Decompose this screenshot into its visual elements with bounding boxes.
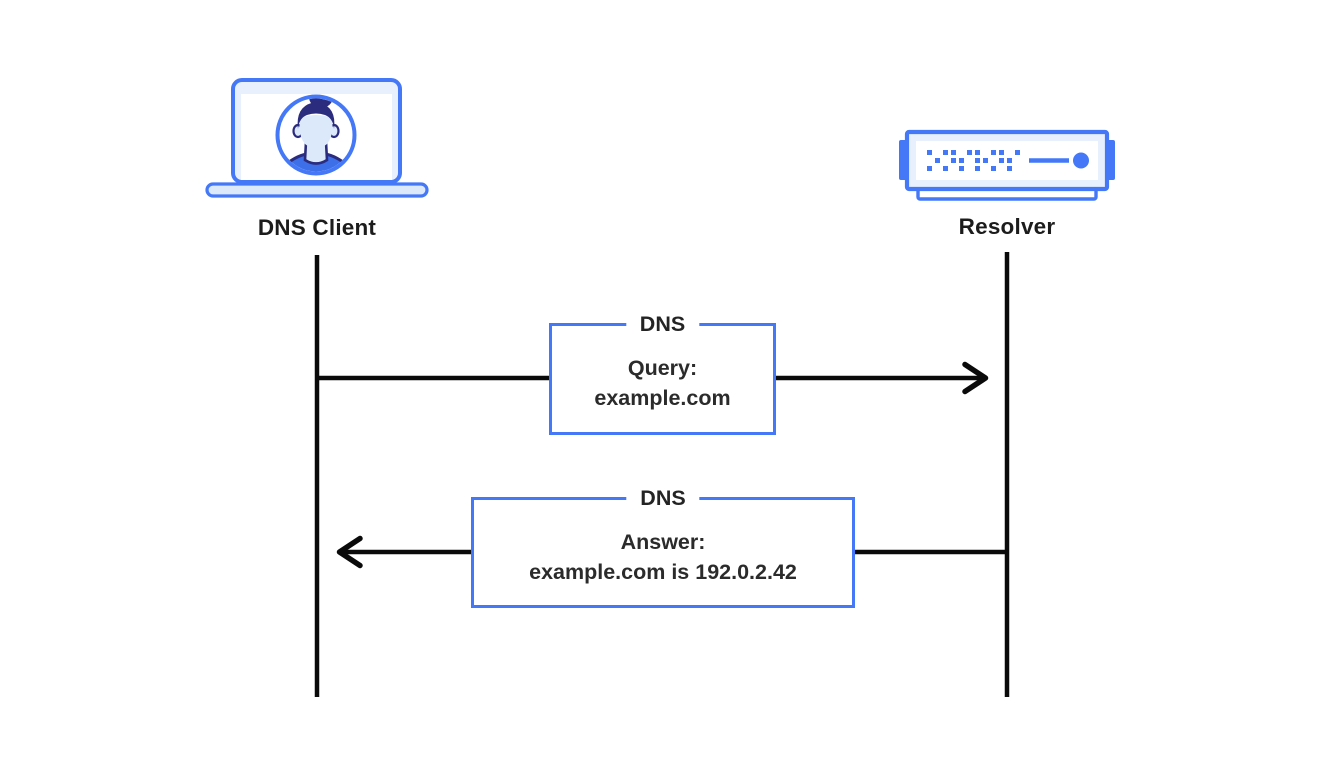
dns-query-message-box: DNS Query: example.com <box>549 311 776 435</box>
user-avatar <box>275 94 357 176</box>
avatar-hair-bun <box>309 98 333 108</box>
laptop-base <box>205 182 429 198</box>
resolver-label: Resolver <box>958 214 1056 239</box>
server-icon <box>899 129 1115 201</box>
server-leds <box>927 150 1020 171</box>
avatar-face <box>299 115 333 149</box>
dns-answer-message-box: DNS Answer: example.com is 192.0.2.42 <box>471 485 855 608</box>
query-line1: Query: <box>627 356 698 380</box>
dns-client-label: DNS Client <box>257 215 377 240</box>
laptop-user-icon <box>205 78 429 198</box>
avatar-hair <box>297 102 335 129</box>
arrowhead-left-icon <box>336 535 363 569</box>
answer-message-text: Answer: example.com is 192.0.2.42 <box>474 527 852 587</box>
arrowhead-right-icon <box>962 361 989 395</box>
query-message-text: Query: example.com <box>552 353 773 413</box>
answer-line1: Answer: <box>620 530 706 554</box>
dns-tag: DNS <box>625 311 700 338</box>
dns-tag: DNS <box>626 485 700 512</box>
query-line2: example.com <box>594 386 731 410</box>
server-power-light <box>1073 152 1089 169</box>
answer-line2: example.com is 192.0.2.42 <box>529 560 797 584</box>
